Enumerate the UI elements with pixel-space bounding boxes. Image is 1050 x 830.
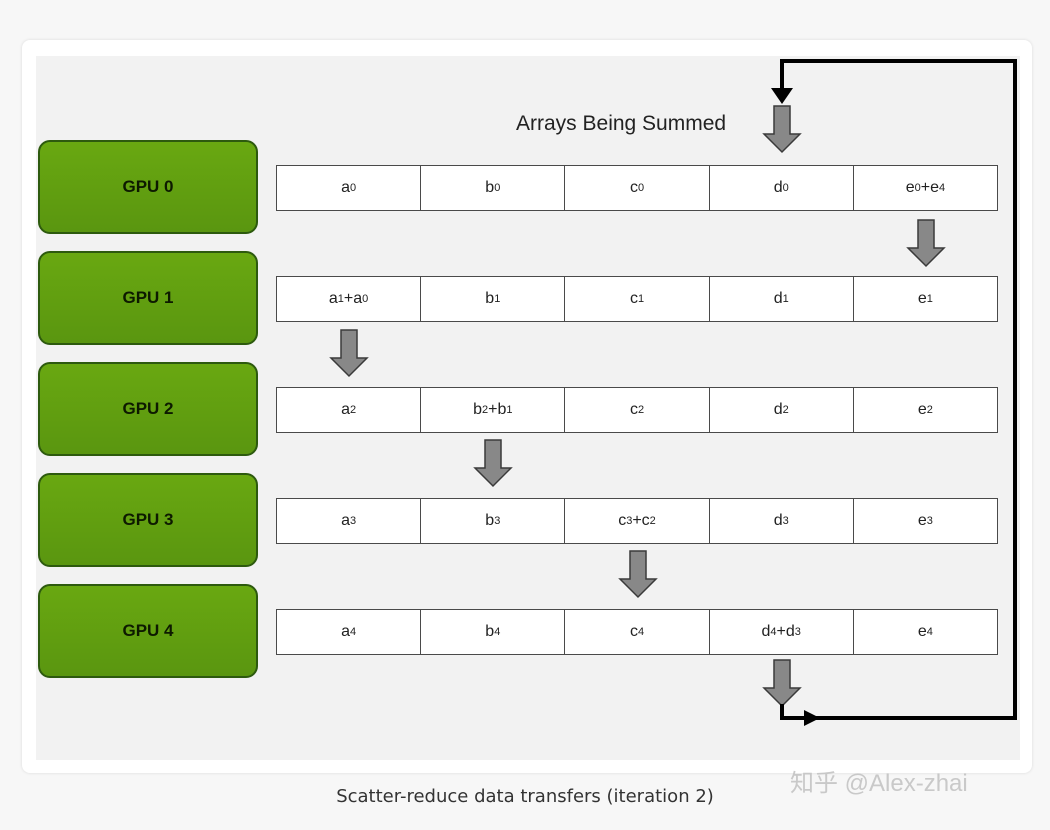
gpu-0-box: GPU 0 [38,140,258,234]
gpu-4-box: GPU 4 [38,584,258,678]
transfer-arrow-icon [906,219,946,268]
transfer-arrow-icon [618,550,658,599]
loop-back-line [780,59,1017,720]
gpu-3-box: GPU 3 [38,473,258,567]
figure-caption: Scatter-reduce data transfers (iteration… [336,786,714,807]
transfer-arrow-icon [473,439,513,488]
gpu-1-box: GPU 1 [38,251,258,345]
loop-arrowhead-right-icon [804,710,820,726]
arrays-being-summed-label: Arrays Being Summed [516,112,727,135]
loop-arrowhead-down-icon [771,88,793,104]
gpu-2-box: GPU 2 [38,362,258,456]
watermark: 知乎 @Alex-zhai [790,770,968,797]
transfer-arrow-icon [329,329,369,378]
input-arrow-icon [762,105,802,154]
output-arrow-icon [762,659,802,708]
